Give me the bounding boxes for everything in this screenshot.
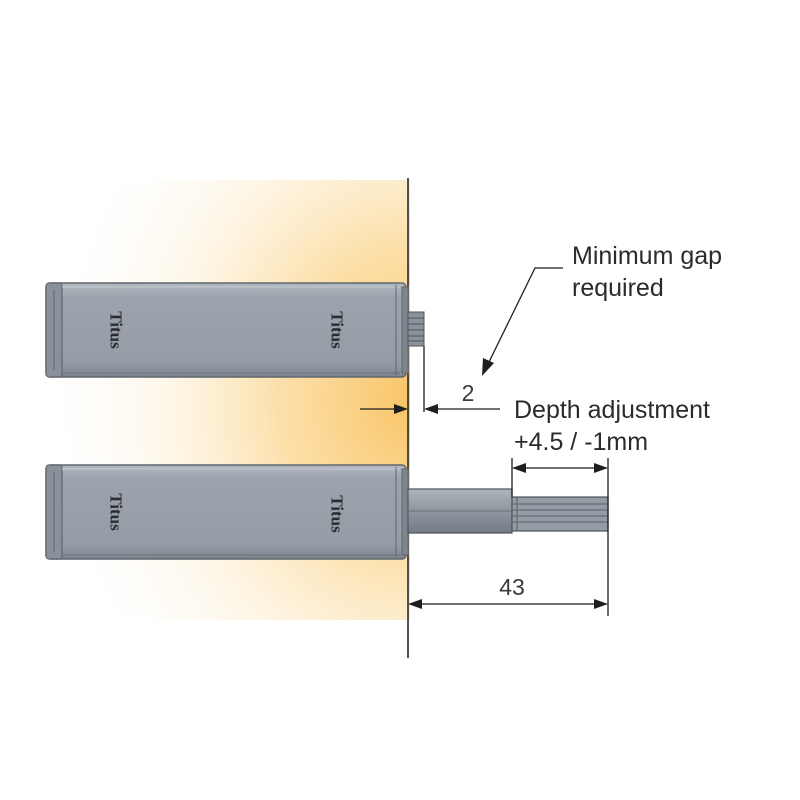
latch-top-button: [407, 311, 425, 347]
arrow-head-icon: [424, 404, 438, 414]
depth-adjustment-callout: Depth adjustment +4.5 / -1mm: [514, 394, 710, 458]
latch-top: Titus Titus: [45, 282, 425, 378]
latch-bottom-plunger-tip: [511, 496, 609, 532]
depth-adjustment-line1: Depth adjustment: [514, 396, 710, 424]
arrow-head-icon: [512, 463, 526, 473]
depth-adjustment-dimension: [511, 458, 609, 616]
arrow-head-icon: [394, 404, 408, 414]
depth-adjustment-line2: +4.5 / -1mm: [514, 428, 649, 456]
brand-mark: Titus: [107, 493, 126, 531]
arrow-head-icon: [482, 358, 494, 376]
arrow-head-icon: [408, 599, 422, 609]
latch-bottom: Titus Titus: [45, 464, 609, 560]
gap-dimension: 2: [360, 346, 500, 414]
minimum-gap-line1: Minimum gap: [572, 242, 723, 270]
latch-bottom-flange: [401, 468, 409, 556]
latch-top-body: [45, 282, 407, 378]
minimum-gap-line2: required: [572, 274, 664, 302]
minimum-gap-callout: Minimum gap required: [572, 240, 722, 304]
brand-mark: Titus: [328, 311, 347, 349]
latch-bottom-body: [45, 464, 407, 560]
brand-mark: Titus: [328, 495, 347, 533]
arrow-head-icon: [594, 463, 608, 473]
brand-mark: Titus: [107, 311, 126, 349]
length-dimension: 43: [408, 574, 608, 609]
minimum-gap-leader: [482, 267, 563, 376]
arrow-head-icon: [594, 599, 608, 609]
latch-top-flange: [401, 286, 409, 374]
length-value-label: 43: [499, 574, 525, 600]
gap-value-label: 2: [462, 380, 475, 406]
